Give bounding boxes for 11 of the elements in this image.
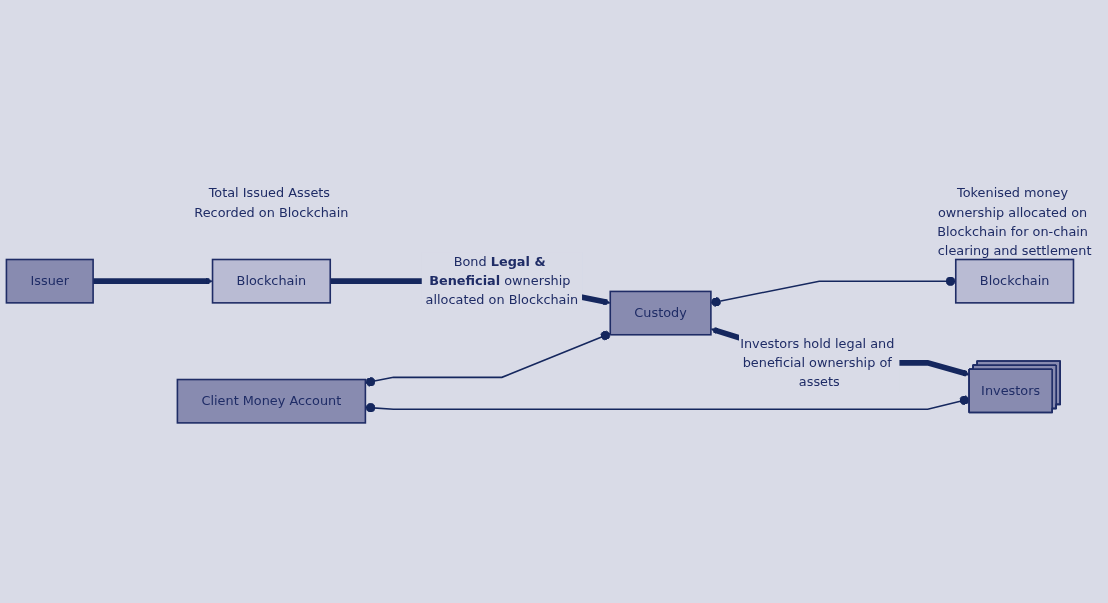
node-box: Client Money Account <box>176 378 367 424</box>
edge-label: Investors hold legal and beneficial ownership of assets <box>740 335 895 390</box>
node-label: Tokenised money ownership allocated on Blockchain for on-chain clearing and settlement <box>937 185 1092 259</box>
node-box: Issuer <box>5 258 94 304</box>
node-box: Blockchain <box>954 258 1075 304</box>
arrow <box>93 277 213 285</box>
node-box: Blockchain <box>211 258 332 304</box>
connector <box>364 330 612 387</box>
edge-label: Bond Legal & Beneficial ownership allocated on Blockchain <box>425 253 579 308</box>
node-label: Total Issued Assets Recorded on Blockchain <box>194 185 349 220</box>
node-box: Custody <box>609 290 712 336</box>
